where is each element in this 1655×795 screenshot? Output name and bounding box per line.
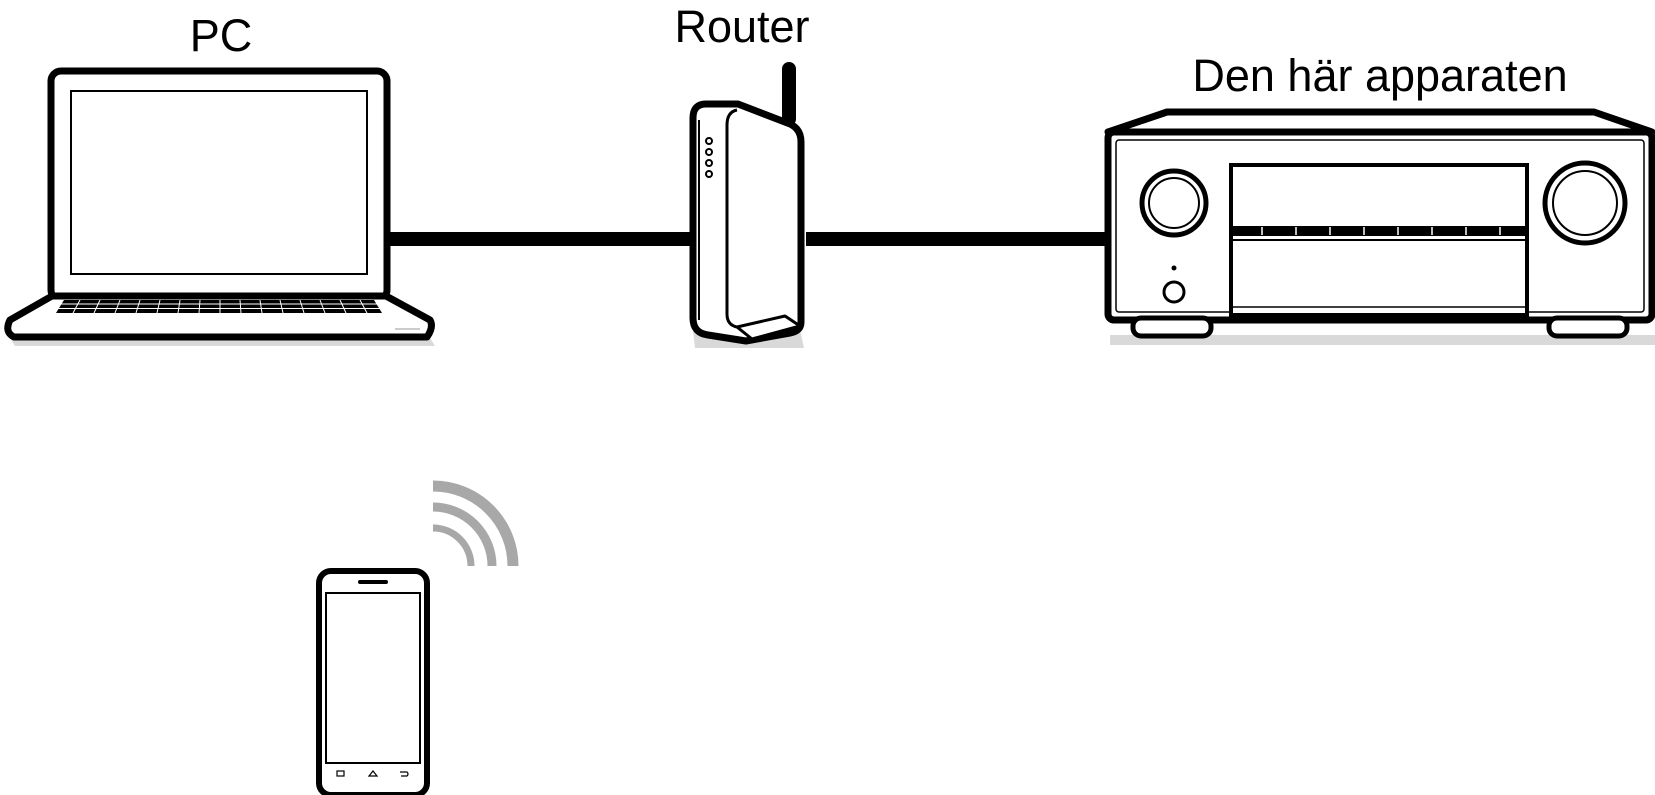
device-label: Den här apparaten [1192,50,1567,101]
receiver-foot-right [1546,315,1630,339]
phone-nav-buttons [336,770,409,777]
headphone-jack [1162,280,1186,304]
volume-knob-right [1542,160,1628,246]
pc-label: PC [190,10,253,61]
keyboard [56,299,382,314]
receiver-foot-left [1130,315,1214,339]
cable-pc-to-router [386,232,694,246]
volume-knob-left [1139,168,1209,238]
router-label: Router [674,1,809,52]
router-leds [705,137,713,178]
power-indicator [1171,265,1177,271]
laptop-icon [4,67,435,346]
router-antenna [782,62,796,126]
router-icon [689,62,805,348]
smartphone-icon [316,568,430,795]
wired-connections [386,232,1108,246]
cable-router-to-device [806,232,1108,246]
av-receiver-icon [1104,108,1655,345]
wifi-signal-icon [432,480,519,567]
phone-speaker [358,580,388,584]
